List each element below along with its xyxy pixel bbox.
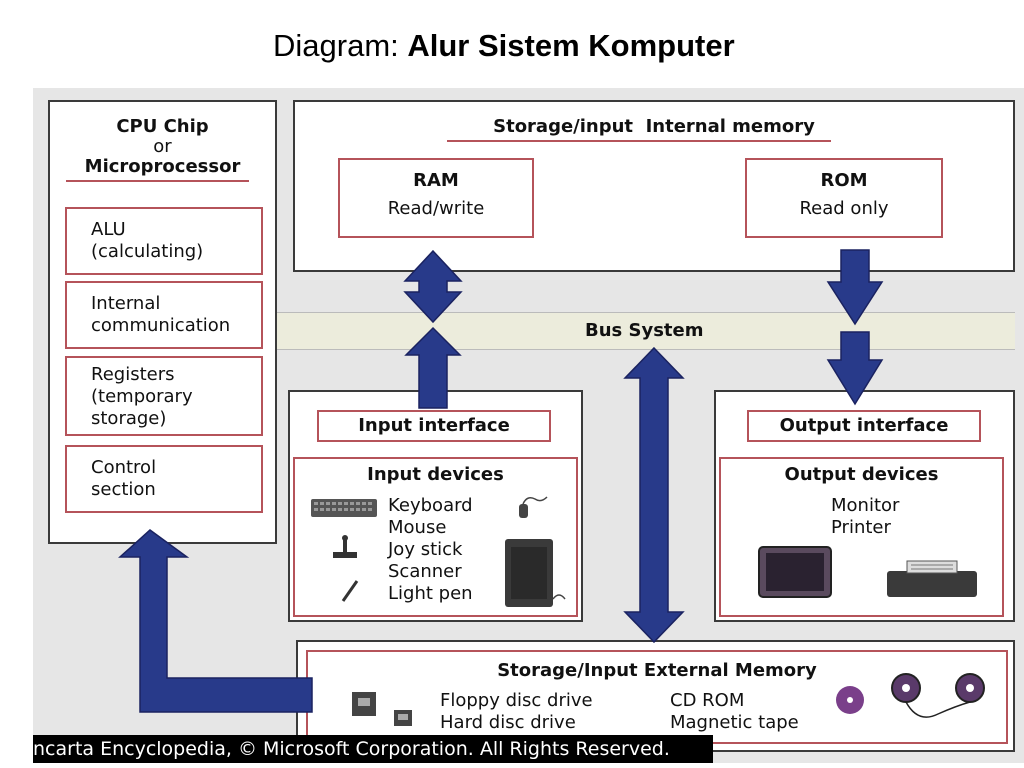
- rom-box: ROM Read only: [745, 158, 943, 238]
- joystick-icon: [333, 535, 357, 558]
- external-memory-right-items: CD ROM Magnetic tape: [670, 690, 799, 733]
- registers-label: Registers (temporary storage): [91, 364, 193, 429]
- internal-communication-label: Internal communication: [91, 293, 231, 336]
- input-devices-title: Input devices: [367, 464, 504, 485]
- external-memory-icons: [352, 673, 985, 726]
- cpu-box: CPU Chip or Microprocessor ALU (calculat…: [48, 100, 277, 544]
- external-memory-inner-box: Storage/Input External Memory Floppy dis…: [306, 650, 1008, 744]
- cpu-title-underline: [66, 180, 249, 182]
- printer-icon: [887, 560, 977, 597]
- internal-communication-box: Internal communication: [65, 281, 263, 349]
- cpu-title-line1: CPU Chip: [116, 116, 209, 137]
- alu-box: ALU (calculating): [65, 207, 263, 275]
- output-device-icons: [758, 546, 977, 598]
- output-section-box: Output interface Output devices Monitor …: [714, 390, 1015, 622]
- cpu-title-line2: or: [153, 136, 172, 157]
- output-devices-title: Output devices: [784, 464, 939, 485]
- light-pen-icon: [341, 580, 359, 602]
- mouse-icon: [519, 496, 548, 518]
- scanner-tablet-icon: [505, 539, 566, 607]
- internal-memory-title: Storage/input Internal memory: [493, 116, 815, 137]
- floppy-drive-icon: [352, 692, 376, 716]
- ram-subtitle: Read/write: [387, 198, 485, 219]
- input-device-icons: [311, 496, 566, 607]
- internal-memory-underline: [447, 140, 831, 142]
- output-devices-list: Monitor Printer: [831, 495, 900, 538]
- input-devices-list: Keyboard Mouse Joy stick Scanner Light p…: [388, 495, 473, 604]
- input-devices-box: Input devices Keyboard Mouse Joy stick S…: [293, 457, 578, 617]
- external-memory-title: Storage/Input External Memory: [497, 660, 817, 681]
- output-interface-box: Output interface: [747, 410, 981, 442]
- rom-subtitle: Read only: [799, 198, 889, 219]
- external-memory-left-items: Floppy disc drive Hard disc drive: [440, 690, 593, 733]
- bus-system: Bus System: [275, 312, 1015, 350]
- copyright-footer: ncarta Encyclopedia, © Microsoft Corpora…: [33, 735, 713, 763]
- input-interface-label: Input interface: [358, 415, 510, 436]
- control-section-box: Control section: [65, 445, 263, 513]
- output-devices-box: Output devices Monitor Printer: [719, 457, 1004, 617]
- title-prefix: Diagram:: [273, 28, 408, 63]
- registers-box: Registers (temporary storage): [65, 356, 263, 436]
- cd-rom-icon: [836, 686, 864, 714]
- control-section-label: Control section: [91, 457, 157, 500]
- title-bold: Alur Sistem Komputer: [407, 28, 735, 63]
- output-interface-label: Output interface: [779, 415, 949, 436]
- rom-title: ROM: [820, 170, 868, 191]
- monitor-icon: [758, 546, 832, 598]
- keyboard-icon: [311, 499, 377, 517]
- bus-label: Bus System: [585, 320, 704, 341]
- ram-box: RAM Read/write: [338, 158, 534, 238]
- ram-title: RAM: [413, 170, 459, 191]
- alu-label: ALU (calculating): [91, 219, 204, 262]
- input-section-box: Input interface Input devices Keyboard M…: [288, 390, 583, 622]
- magnetic-tape-icon: [891, 673, 985, 718]
- hard-drive-icon: [394, 710, 412, 726]
- input-interface-box: Input interface: [317, 410, 551, 442]
- cpu-title-line3: Microprocessor: [84, 156, 241, 177]
- internal-memory-box: Storage/input Internal memory RAM Read/w…: [293, 100, 1015, 272]
